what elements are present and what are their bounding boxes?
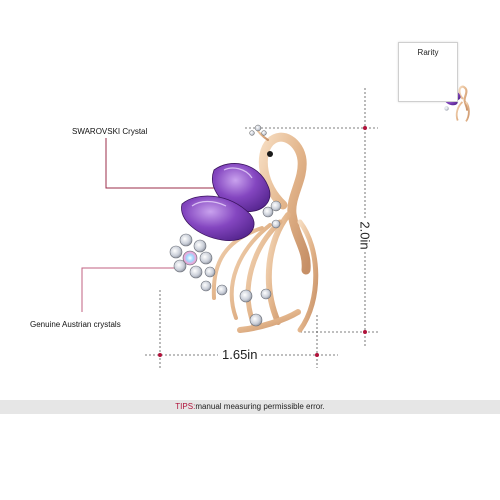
genuine-leader-line <box>81 267 176 312</box>
tips-message: manual measuring permissible error. <box>195 402 325 411</box>
width-label: 1.65in <box>218 347 262 362</box>
tips-bar <box>0 400 500 414</box>
tips-tag: TIPS: <box>175 402 196 411</box>
tips-text: TIPS:manual measuring permissible error. <box>0 402 500 411</box>
rhinestones <box>169 206 281 327</box>
crystal-leader-line <box>105 138 226 189</box>
crystal-label: SWAROVSKI Crystal <box>72 127 148 136</box>
height-label: 2.0in <box>357 219 373 252</box>
head-gems <box>249 124 282 212</box>
genuine-label: Genuine Austrian crystals <box>30 320 121 329</box>
thumbnail-frame[interactable]: Rarity <box>398 42 458 102</box>
amethyst-gems <box>181 163 271 242</box>
thumbnail-title: Rarity <box>417 48 439 57</box>
